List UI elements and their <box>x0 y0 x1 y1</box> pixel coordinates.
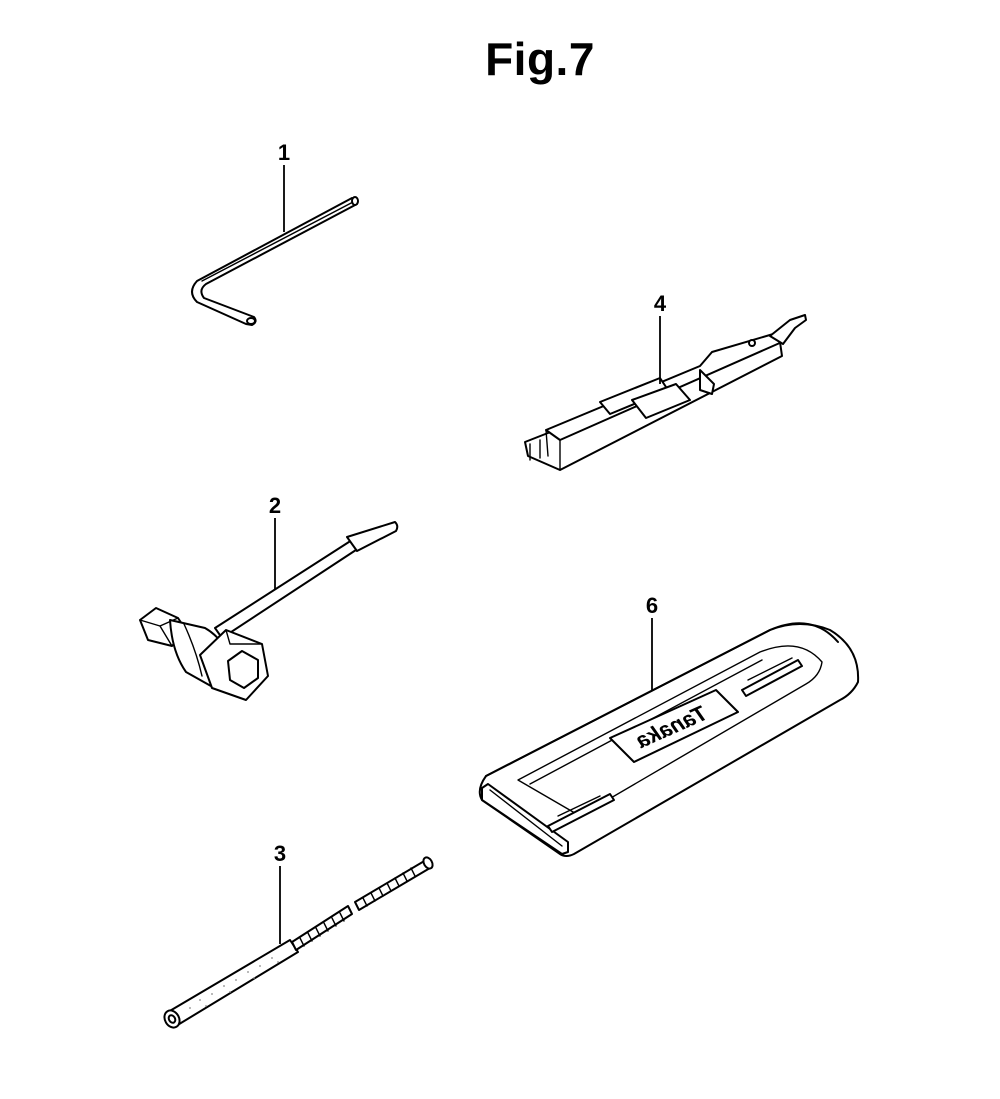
depth-gauge-tool-icon <box>524 314 807 471</box>
bar-guard-icon: Tanaka <box>478 622 860 857</box>
spark-plug-wrench-icon <box>139 521 399 701</box>
callout-number-2: 2 <box>269 493 281 518</box>
callout-number-1: 1 <box>278 140 290 165</box>
callout-number-4: 4 <box>654 291 667 316</box>
figure-title: Fig.7 <box>485 33 595 85</box>
callout-number-3: 3 <box>274 841 286 866</box>
file-with-handle-icon <box>163 856 434 1029</box>
hex-key-icon <box>191 196 359 326</box>
callout-number-6: 6 <box>646 593 658 618</box>
